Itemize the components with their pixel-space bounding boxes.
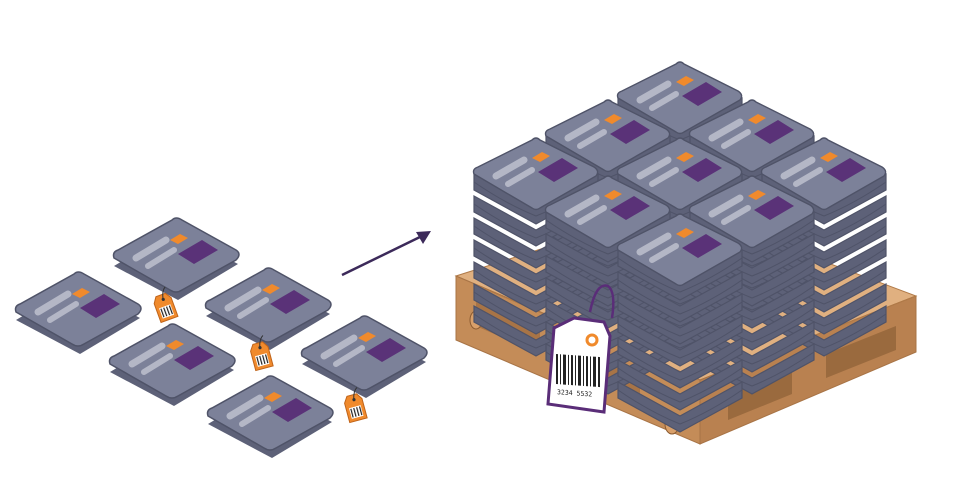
loose-bag-icon (14, 271, 142, 354)
stacked-bag-icon (617, 380, 743, 433)
loose-bag-icon (204, 267, 332, 350)
stacked-bag-icon (617, 336, 743, 389)
small-tags-group (153, 286, 368, 424)
large-barcode-tag-icon: 3234 5532 (546, 284, 615, 414)
stacked-bag-icon (617, 270, 743, 323)
arrow-icon (341, 231, 431, 277)
loose-bags-group (14, 217, 428, 458)
stacked-bag-icon (617, 314, 743, 367)
barcode-tag-icon (153, 286, 179, 324)
stacked-bag-icon (616, 213, 743, 301)
stacked-bag-icon (617, 292, 743, 345)
stacked-bag-icon (617, 358, 743, 411)
loose-bag-icon (112, 217, 240, 300)
stacked-bag-icon (472, 137, 599, 225)
barcode-tag-icon (250, 335, 274, 372)
stacked-bag-icon (544, 175, 671, 263)
loose-bag-icon (206, 375, 334, 458)
loose-bag-icon (108, 323, 236, 406)
barcode-tag-icon (344, 387, 368, 424)
loose-bag-icon (300, 315, 428, 398)
tag-number-text: 3234 5532 (557, 388, 592, 398)
